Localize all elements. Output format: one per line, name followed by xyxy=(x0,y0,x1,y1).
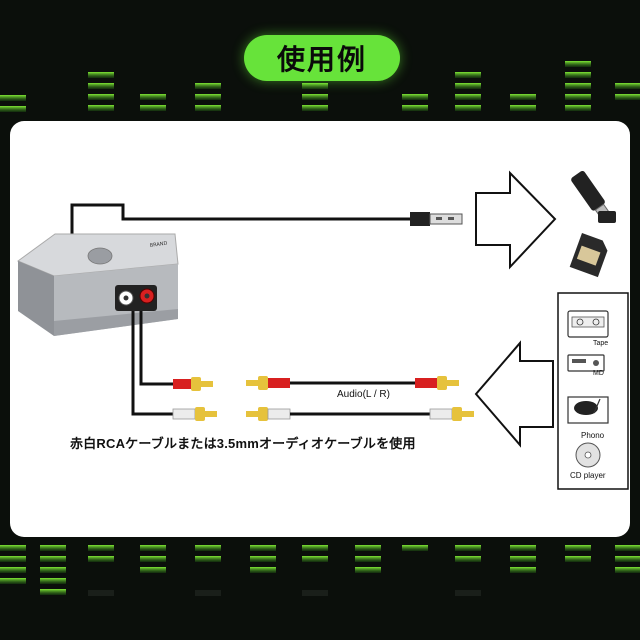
rca-red-plug-left xyxy=(173,377,213,391)
md-label: MD xyxy=(593,370,604,377)
arrow-right-icon xyxy=(475,170,557,270)
md-player-icon xyxy=(567,354,605,372)
rca-red-cable xyxy=(139,311,173,386)
svg-text:BRAND: BRAND xyxy=(149,241,168,249)
rca-white-plug-mid-left xyxy=(246,407,291,421)
tape-label: Tape xyxy=(593,340,609,347)
cd-icon xyxy=(575,442,601,468)
title-badge: 使用例 xyxy=(244,35,400,81)
rca-white-plug-right xyxy=(429,407,474,421)
sd-card-icon xyxy=(569,233,608,278)
usb-cap-icon xyxy=(598,211,616,223)
rca-red-plug-mid-left xyxy=(246,376,290,390)
rca-red-plug-right xyxy=(415,376,459,390)
record-button xyxy=(87,247,113,265)
connection-diagram: BRAND xyxy=(16,170,629,490)
cd-player-label: CD player xyxy=(570,471,606,480)
page-title: 使用例 xyxy=(276,43,367,76)
tape-deck-icon xyxy=(567,310,609,338)
arrow-left-icon xyxy=(474,340,554,448)
audio-recorder-device: BRAND xyxy=(16,233,179,336)
phono-label: Phono xyxy=(581,431,605,440)
usb-cable xyxy=(70,203,410,249)
audio-lr-label: Audio(L / R) xyxy=(337,389,390,400)
turntable-icon xyxy=(567,396,609,424)
cable-caption: 赤白RCAケーブルまたは3.5mmオーディオケーブルを使用 xyxy=(70,436,416,451)
usb-plug-icon xyxy=(410,212,463,226)
rca-white-plug-left xyxy=(172,407,217,421)
usage-diagram-panel: BRAND xyxy=(10,121,630,537)
